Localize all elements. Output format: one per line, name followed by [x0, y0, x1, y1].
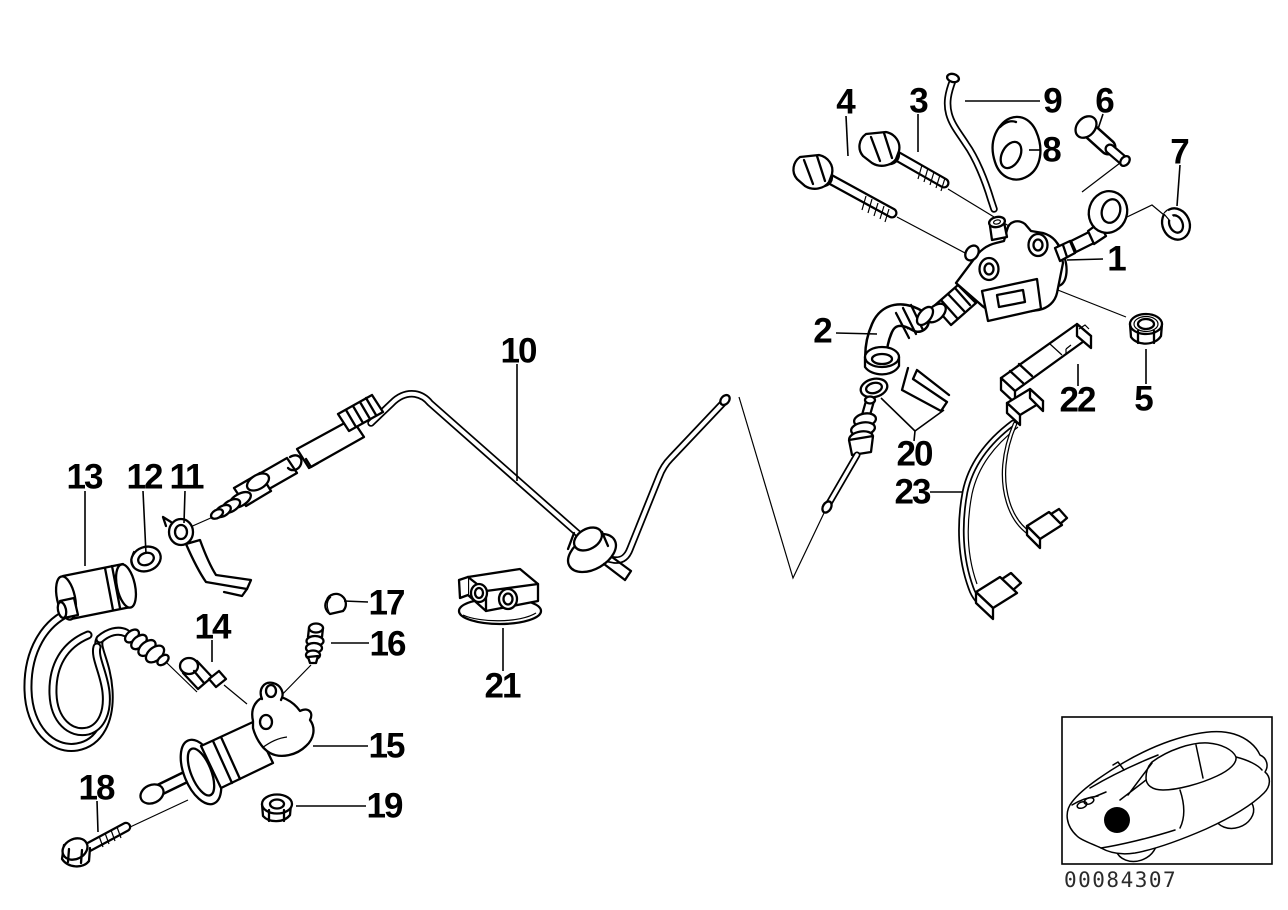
callout-leader-17 [343, 600, 369, 603]
part-callout-13: 13 [66, 457, 104, 497]
oring-and-clip-drawing [859, 366, 951, 413]
bleed-screw-drawing [304, 622, 325, 665]
bolt-3-drawing [858, 130, 950, 192]
part-callout-19: 19 [366, 786, 404, 826]
part-callout-22: 22 [1059, 380, 1097, 420]
damper-drawing [54, 562, 138, 621]
callout-leader-7 [1176, 164, 1181, 207]
callout-leader-11 [183, 490, 186, 524]
location-marker-dot [1104, 807, 1130, 833]
part-callout-16: 16 [369, 624, 407, 664]
part-callout-11: 11 [169, 457, 205, 497]
callout-leader-4 [845, 115, 849, 157]
nut-5-drawing [1128, 312, 1164, 345]
lock-ring-drawing [1160, 207, 1192, 241]
callout-leader-20 [913, 430, 916, 442]
part-callout-23: 23 [894, 472, 932, 512]
seal-ring-drawing [130, 545, 162, 573]
part-callout-14: 14 [194, 607, 232, 647]
part-callout-12: 12 [126, 457, 164, 497]
part-callout-5: 5 [1134, 379, 1154, 419]
part-callout-1: 1 [1107, 239, 1127, 279]
clutch-pipe-drawing [367, 390, 731, 564]
callout-leader-6 [1097, 113, 1104, 130]
part-callout-9: 9 [1043, 81, 1063, 121]
elbow-connector-drawing [863, 303, 935, 376]
part-callout-8: 8 [1042, 130, 1062, 170]
cap-17-drawing [324, 592, 348, 616]
callout-leader-2 [835, 332, 878, 335]
wiring-harness-drawing [958, 387, 1069, 621]
pin-6-drawing [1074, 115, 1131, 168]
part-callout-3: 3 [909, 81, 929, 121]
part-callout-4: 4 [836, 82, 856, 122]
nut-19-drawing [260, 793, 294, 823]
part-callout-21: 21 [484, 666, 522, 706]
part-callout-17: 17 [368, 583, 406, 623]
clutch-master-cylinder-drawing [925, 190, 1129, 327]
cap-8-drawing [991, 115, 1042, 181]
callout-leader-12 [142, 490, 147, 555]
part-callout-20: 20 [896, 434, 934, 474]
bracket-drawing [161, 515, 253, 598]
switch-drawing [999, 322, 1093, 405]
part-callout-10: 10 [500, 331, 538, 371]
vent-pipe-drawing [943, 72, 998, 213]
clutch-slave-cylinder-drawing [139, 681, 315, 806]
callout-leader-1 [1066, 258, 1104, 261]
part-callout-2: 2 [813, 311, 833, 351]
bolt-4-drawing [792, 153, 898, 223]
callout-leader-lines [84, 100, 1181, 833]
bleeder-tube-drawing [821, 395, 878, 514]
hose-loop-drawing [23, 606, 170, 752]
holder-drawing [457, 567, 543, 626]
part-callout-18: 18 [78, 768, 116, 808]
bleeder-valve-drawing [178, 656, 228, 691]
hose-fitting-drawing [209, 393, 385, 520]
callout-leader-18 [96, 800, 99, 833]
image-code: 00084307 [1064, 868, 1178, 892]
part-callout-15: 15 [368, 726, 406, 766]
callout-leader-20 [880, 397, 916, 432]
car-location-inset [1061, 716, 1273, 865]
callout-leader-20 [914, 409, 945, 432]
pipe-grommet-drawing [566, 526, 633, 582]
part-callout-7: 7 [1170, 132, 1190, 172]
part-callout-6: 6 [1095, 81, 1115, 121]
bolt-18-drawing [60, 821, 132, 868]
